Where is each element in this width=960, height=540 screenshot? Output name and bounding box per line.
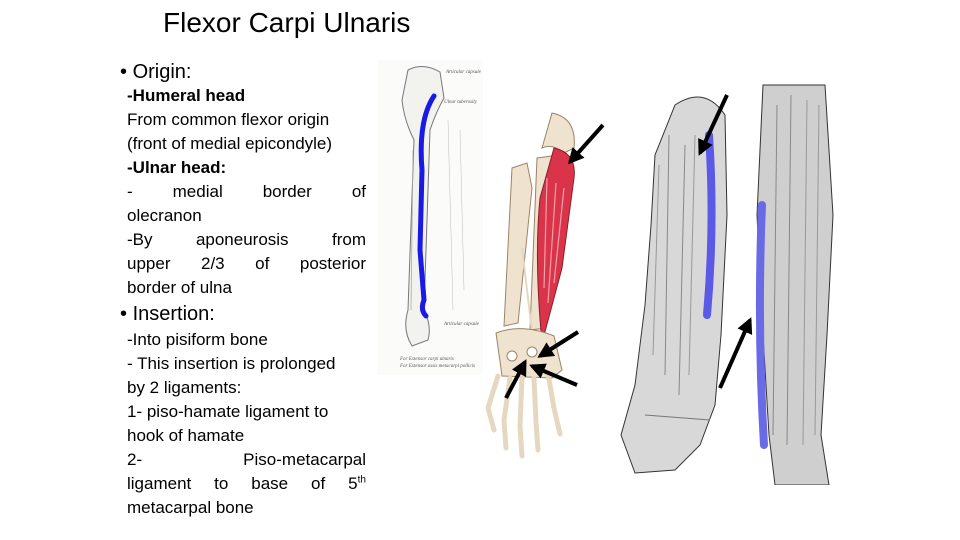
- word: 2/3: [201, 254, 225, 273]
- word: base: [251, 474, 289, 493]
- ulna-bone-figure: Articular capsule Ulnar tuberosity Artic…: [378, 60, 483, 375]
- bone-label: Articular capsule: [445, 70, 482, 75]
- ulnar-text-line: olecranon: [127, 206, 202, 225]
- ulnar-text-line: - medial border of: [127, 180, 366, 204]
- bone-label: For Extensor ossis metacarpi pollicis: [399, 364, 475, 369]
- word: of: [311, 474, 326, 493]
- arrow-icon: [698, 94, 729, 156]
- arrow-icon: [718, 317, 753, 389]
- insertion-text-line: ligament to base of 5th: [127, 472, 366, 496]
- bullet-glyph: •: [120, 303, 128, 325]
- origin-heading: • Origin:: [120, 60, 191, 84]
- word: 2-: [127, 450, 143, 469]
- arrow-icon: [504, 359, 527, 399]
- word: posterior: [299, 254, 366, 273]
- superscript: th: [357, 474, 366, 486]
- ulnar-text-line: upper 2/3 of posterior: [127, 252, 366, 276]
- bone-label: Ulnar tuberosity: [444, 100, 478, 105]
- word: to: [214, 474, 229, 493]
- word: 5th: [348, 474, 366, 493]
- word: aponeurosis: [195, 230, 289, 249]
- insertion-text-block: -Into pisiform bone - This insertion is …: [127, 328, 366, 520]
- insertion-text-line: 1- piso-hamate ligament to: [127, 402, 329, 421]
- word: upper: [127, 254, 171, 273]
- insertion-text-line: by 2 ligaments:: [127, 378, 242, 397]
- word: from: [332, 230, 366, 249]
- insertion-text-line: metacarpal bone: [127, 498, 254, 517]
- word: -: [127, 182, 133, 201]
- ulnar-head-label: -Ulnar head:: [127, 158, 227, 177]
- arrow-icon: [567, 123, 605, 165]
- slide-title: Flexor Carpi Ulnaris: [163, 7, 411, 38]
- origin-text-block: -Humeral head From common flexor origin …: [127, 84, 366, 300]
- bone-label: Articular capsule: [443, 322, 480, 327]
- insertion-text-line: - This insertion is prolonged: [127, 354, 336, 373]
- ulnar-text-line: border of ulna: [127, 278, 232, 297]
- word: medial: [172, 182, 223, 201]
- insertion-heading: • Insertion:: [120, 302, 215, 326]
- word: border: [262, 182, 312, 201]
- word: of: [351, 182, 366, 201]
- word: -By: [127, 230, 153, 249]
- origin-heading-text: Origin:: [132, 61, 192, 83]
- word: of: [255, 254, 270, 273]
- word: Piso-metacarpal: [243, 450, 366, 469]
- insertion-text-line: 2- Piso-metacarpal: [127, 448, 366, 472]
- arrow-icon: [529, 363, 578, 387]
- word: ligament: [127, 474, 192, 493]
- arrow-icon: [537, 330, 580, 358]
- bone-label: For Extensor carpi ulnaris: [399, 357, 454, 362]
- humeral-text-line: (front of medial epicondyle): [127, 134, 333, 153]
- humeral-head-label: -Humeral head: [127, 86, 246, 105]
- forearm-engraving-figure: [620, 84, 834, 485]
- insertion-text-line: hook of hamate: [127, 426, 245, 445]
- insertion-heading-text: Insertion:: [132, 303, 215, 325]
- insertion-text-line: -Into pisiform bone: [127, 330, 268, 349]
- ulnar-text-line: -By aponeurosis from: [127, 228, 366, 252]
- bullet-glyph: •: [120, 61, 128, 83]
- humeral-text-line: From common flexor origin: [127, 110, 330, 129]
